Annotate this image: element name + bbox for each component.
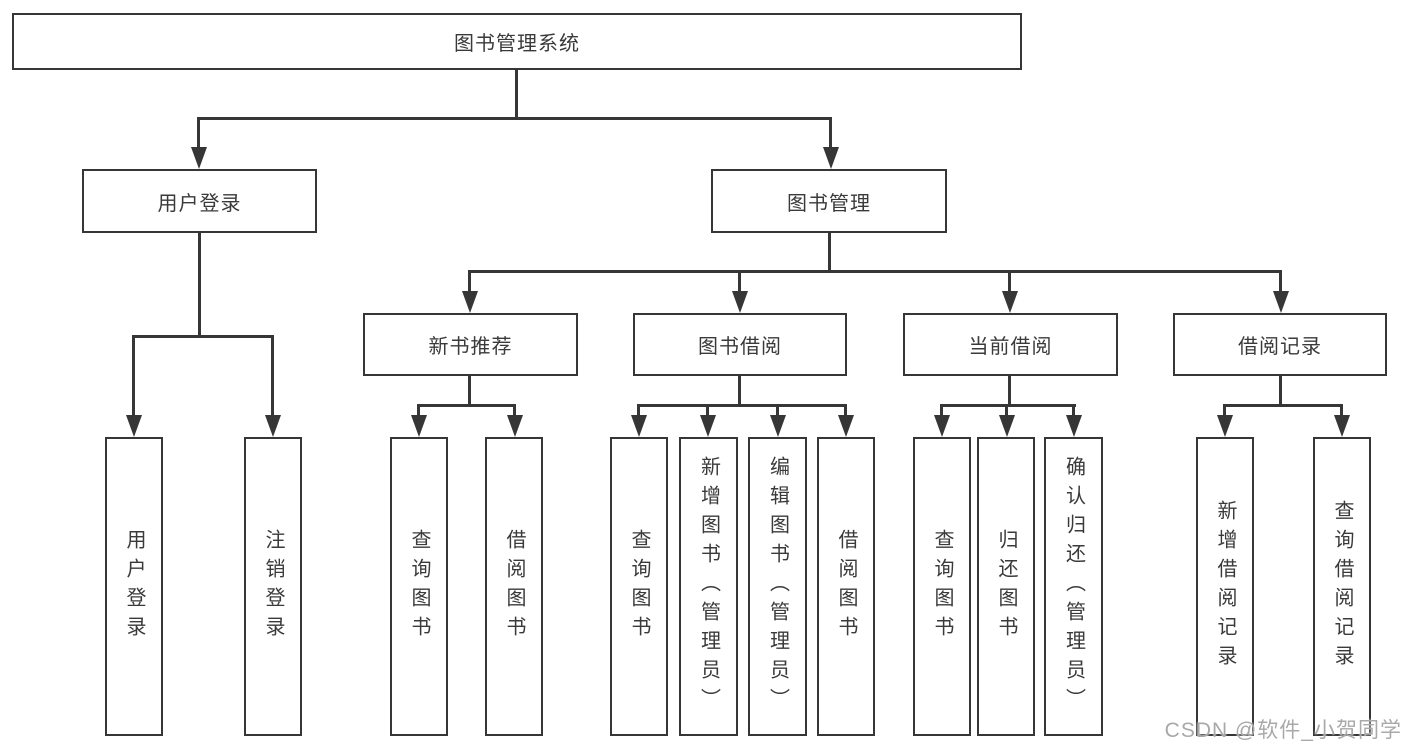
connector-line xyxy=(132,335,274,338)
arrow-down-icon xyxy=(1273,291,1289,313)
arrow-down-icon xyxy=(191,147,207,169)
leaf-records-add-record: 新增借阅记录 xyxy=(1196,437,1254,736)
arrow-down-icon xyxy=(1217,415,1233,437)
connector-line xyxy=(271,335,274,417)
connector-line xyxy=(776,404,779,417)
connector-line xyxy=(940,404,943,417)
connector-line xyxy=(468,376,471,407)
arrow-down-icon xyxy=(507,415,523,437)
connector-line xyxy=(1072,404,1075,417)
connector-line xyxy=(1005,404,1008,417)
leaf-user-login: 用户登录 xyxy=(105,437,163,736)
connector-line xyxy=(1279,376,1282,407)
arrow-down-icon xyxy=(1334,415,1350,437)
connector-line xyxy=(1008,270,1011,292)
leaf-records-query-record: 查询借阅记录 xyxy=(1313,437,1371,736)
arrow-down-icon xyxy=(732,291,748,313)
arrow-down-icon xyxy=(411,415,427,437)
node-book-management: 图书管理 xyxy=(711,169,947,233)
connector-line xyxy=(706,404,709,417)
connector-line xyxy=(637,404,847,407)
arrow-down-icon xyxy=(1066,415,1082,437)
connector-line xyxy=(844,404,847,417)
arrow-down-icon xyxy=(770,415,786,437)
connector-line xyxy=(828,233,831,273)
node-new-book-recommend: 新书推荐 xyxy=(363,313,578,376)
leaf-recommend-borrow-books: 借阅图书 xyxy=(485,437,543,736)
leaf-current-query-books: 查询图书 xyxy=(913,437,971,736)
connector-line xyxy=(468,270,471,292)
connector-line xyxy=(1008,376,1011,407)
leaf-borrow-borrow-books: 借阅图书 xyxy=(817,437,875,736)
connector-line xyxy=(1279,270,1282,292)
arrow-down-icon xyxy=(999,415,1015,437)
connector-line xyxy=(738,270,741,292)
leaf-borrow-edit-books-admin: 编辑图书（管理员） xyxy=(748,437,807,736)
node-root: 图书管理系统 xyxy=(12,13,1022,70)
node-current-borrow: 当前借阅 xyxy=(903,313,1118,376)
leaf-current-return-books: 归还图书 xyxy=(977,437,1035,736)
connector-line xyxy=(197,117,200,149)
connector-line xyxy=(829,117,832,149)
connector-line xyxy=(1223,404,1343,407)
arrow-down-icon xyxy=(700,415,716,437)
connector-line xyxy=(468,270,1282,273)
connector-line xyxy=(132,335,135,417)
connector-line xyxy=(197,117,832,120)
connector-line xyxy=(738,376,741,407)
connector-line xyxy=(515,70,518,120)
node-borrow-records: 借阅记录 xyxy=(1173,313,1387,376)
arrow-down-icon xyxy=(631,415,647,437)
connector-line xyxy=(417,404,420,417)
leaf-current-confirm-return-admin: 确认归还（管理员） xyxy=(1044,437,1103,736)
connector-line xyxy=(1223,404,1226,417)
leaf-logout: 注销登录 xyxy=(244,437,302,736)
arrow-down-icon xyxy=(934,415,950,437)
leaf-borrow-query-books: 查询图书 xyxy=(610,437,668,736)
leaf-recommend-query-books: 查询图书 xyxy=(390,437,448,736)
arrow-down-icon xyxy=(462,291,478,313)
arrow-down-icon xyxy=(1002,291,1018,313)
connector-line xyxy=(513,404,516,417)
connector-line xyxy=(1340,404,1343,417)
connector-line xyxy=(637,404,640,417)
arrow-down-icon xyxy=(838,415,854,437)
connector-line xyxy=(940,404,1076,407)
arrow-down-icon xyxy=(823,147,839,169)
node-book-borrow: 图书借阅 xyxy=(633,313,847,376)
connector-line xyxy=(198,233,201,338)
csdn-watermark: CSDN @软件_小贺同学 xyxy=(1164,719,1402,742)
arrow-down-icon xyxy=(265,415,281,437)
leaf-borrow-add-books-admin: 新增图书（管理员） xyxy=(679,437,738,736)
connector-line xyxy=(417,404,516,407)
node-user-login: 用户登录 xyxy=(82,169,317,233)
arrow-down-icon xyxy=(126,415,142,437)
